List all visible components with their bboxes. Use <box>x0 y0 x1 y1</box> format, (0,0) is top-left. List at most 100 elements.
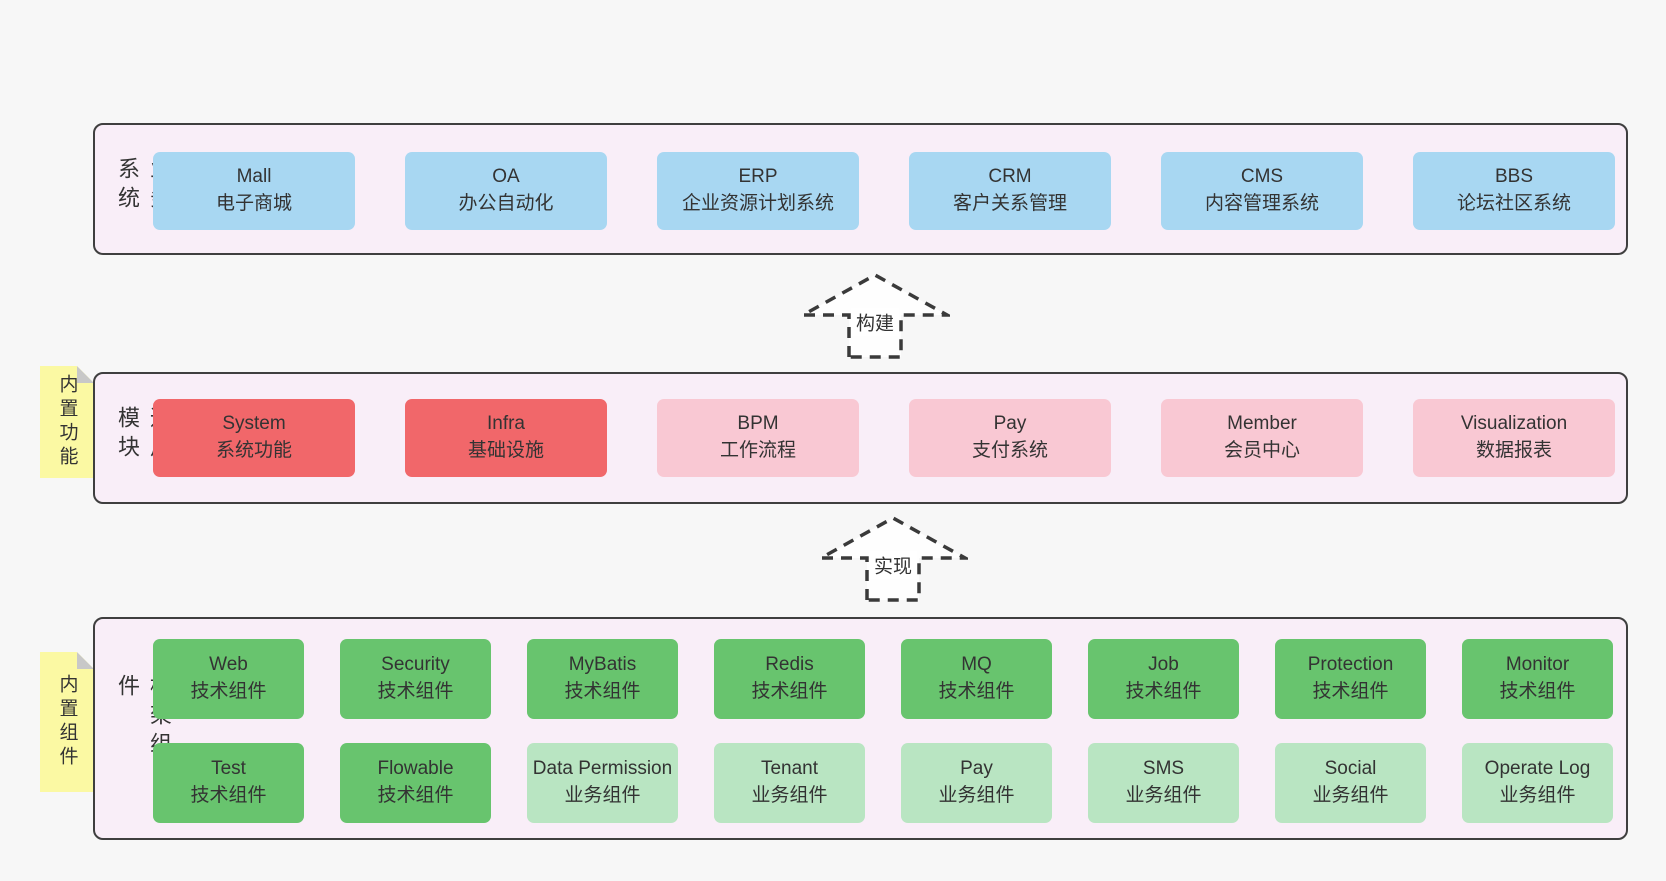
box-pay-module: Pay 支付系统 <box>909 399 1111 477</box>
box-subtitle: 基础设施 <box>467 440 544 461</box>
box-subtitle: 内容管理系统 <box>1204 193 1319 214</box>
box-cms: CMS 内容管理系统 <box>1161 152 1363 230</box>
box-title: CRM <box>988 166 1032 188</box>
box-mall: Mall 电子商城 <box>153 152 355 230</box>
box-subtitle: 业务组件 <box>1125 785 1202 806</box>
box-subtitle: 客户关系管理 <box>952 193 1067 214</box>
arrow-build-label: 构建 <box>850 307 900 337</box>
box-title: Operate Log <box>1484 758 1591 780</box>
box-subtitle: 技术组件 <box>1125 681 1202 702</box>
folded-corner-icon <box>77 652 94 669</box>
box-title: Pay <box>993 413 1027 435</box>
box-title: Data Permission <box>532 758 673 780</box>
box-title: Pay <box>960 758 993 780</box>
box-title: Monitor <box>1505 654 1570 676</box>
box-sms: SMS 业务组件 <box>1088 743 1239 823</box>
box-subtitle: 数据报表 <box>1475 440 1552 461</box>
box-title: Member <box>1227 413 1297 435</box>
box-title: Mall <box>236 166 272 188</box>
box-mq: MQ 技术组件 <box>901 639 1052 719</box>
framework-components-row-2: Test 技术组件 Flowable 技术组件 Data Permission … <box>153 743 1613 823</box>
band-common-modules: 通用模块 System 系统功能 Infra 基础设施 BPM 工作流程 Pay… <box>93 372 1628 504</box>
arrow-implement-label: 实现 <box>868 550 918 580</box>
box-erp: ERP 企业资源计划系统 <box>657 152 859 230</box>
box-subtitle: 支付系统 <box>971 440 1048 461</box>
sticky-builtin-components: 内置组件 <box>40 652 94 792</box>
box-subtitle: 技术组件 <box>377 785 454 806</box>
folded-corner-icon <box>77 366 94 383</box>
box-subtitle: 业务组件 <box>1312 785 1389 806</box>
box-subtitle: 工作流程 <box>719 440 796 461</box>
box-subtitle: 业务组件 <box>1499 785 1576 806</box>
box-crm: CRM 客户关系管理 <box>909 152 1111 230</box>
box-title: BBS <box>1494 166 1534 188</box>
sticky-builtin-features: 内置功能 <box>40 366 94 478</box>
box-subtitle: 技术组件 <box>190 785 267 806</box>
box-tenant: Tenant 业务组件 <box>714 743 865 823</box>
box-title: Tenant <box>760 758 819 780</box>
box-test: Test 技术组件 <box>153 743 304 823</box>
box-subtitle: 论坛社区系统 <box>1456 193 1571 214</box>
box-title: Redis <box>765 654 814 676</box>
band-business-systems: 业务系统 Mall 电子商城 OA 办公自动化 ERP 企业资源计划系统 CRM… <box>93 123 1628 255</box>
box-subtitle: 业务组件 <box>564 785 641 806</box>
box-title: Flowable <box>377 758 454 780</box>
box-subtitle: 会员中心 <box>1223 440 1300 461</box>
box-title: ERP <box>738 166 778 188</box>
box-pay-component: Pay 业务组件 <box>901 743 1052 823</box>
box-subtitle: 办公自动化 <box>458 193 554 214</box>
box-title: Test <box>211 758 246 780</box>
box-subtitle: 业务组件 <box>751 785 828 806</box>
box-operate-log: Operate Log 业务组件 <box>1462 743 1613 823</box>
arrow-build: 构建 <box>800 271 950 359</box>
box-data-permission: Data Permission 业务组件 <box>527 743 678 823</box>
box-title: Job <box>1148 654 1179 676</box>
box-title: Visualization <box>1460 413 1568 435</box>
box-infra: Infra 基础设施 <box>405 399 607 477</box>
box-title: Web <box>209 654 248 676</box>
box-title: System <box>222 413 286 435</box>
business-systems-row: Mall 电子商城 OA 办公自动化 ERP 企业资源计划系统 CRM 客户关系… <box>153 152 1615 230</box>
box-redis: Redis 技术组件 <box>714 639 865 719</box>
box-system: System 系统功能 <box>153 399 355 477</box>
box-protection: Protection 技术组件 <box>1275 639 1426 719</box>
band-framework-components: 框架组件 Web 技术组件 Security 技术组件 MyBatis 技术组件… <box>93 617 1628 840</box>
box-subtitle: 技术组件 <box>564 681 641 702</box>
box-title: MQ <box>961 654 992 676</box>
sticky-builtin-components-label: 内置组件 <box>56 674 78 770</box>
box-bpm: BPM 工作流程 <box>657 399 859 477</box>
box-title: CMS <box>1240 166 1284 188</box>
box-subtitle: 技术组件 <box>1312 681 1389 702</box>
box-title: OA <box>492 166 520 188</box>
box-subtitle: 技术组件 <box>938 681 1015 702</box>
box-subtitle: 企业资源计划系统 <box>681 193 834 214</box>
box-monitor: Monitor 技术组件 <box>1462 639 1613 719</box>
box-subtitle: 电子商城 <box>215 193 292 214</box>
sticky-builtin-features-label: 内置功能 <box>56 374 78 470</box>
box-subtitle: 技术组件 <box>377 681 454 702</box>
box-title: SMS <box>1142 758 1185 780</box>
box-social: Social 业务组件 <box>1275 743 1426 823</box>
box-web: Web 技术组件 <box>153 639 304 719</box>
box-subtitle: 技术组件 <box>190 681 267 702</box>
box-oa: OA 办公自动化 <box>405 152 607 230</box>
box-subtitle: 技术组件 <box>1499 681 1576 702</box>
box-security: Security 技术组件 <box>340 639 491 719</box>
box-subtitle: 技术组件 <box>751 681 828 702</box>
framework-components-row-1: Web 技术组件 Security 技术组件 MyBatis 技术组件 Redi… <box>153 639 1613 719</box>
box-job: Job 技术组件 <box>1088 639 1239 719</box>
box-member: Member 会员中心 <box>1161 399 1363 477</box>
box-visualization: Visualization 数据报表 <box>1413 399 1615 477</box>
box-bbs: BBS 论坛社区系统 <box>1413 152 1615 230</box>
box-title: Protection <box>1307 654 1394 676</box>
box-title: Security <box>381 654 450 676</box>
box-title: Infra <box>486 413 526 435</box>
box-title: Social <box>1324 758 1377 780</box>
arrow-implement: 实现 <box>818 514 968 602</box>
box-flowable: Flowable 技术组件 <box>340 743 491 823</box>
box-title: BPM <box>737 413 779 435</box>
box-mybatis: MyBatis 技术组件 <box>527 639 678 719</box>
box-subtitle: 系统功能 <box>215 440 292 461</box>
box-title: MyBatis <box>568 654 637 676</box>
